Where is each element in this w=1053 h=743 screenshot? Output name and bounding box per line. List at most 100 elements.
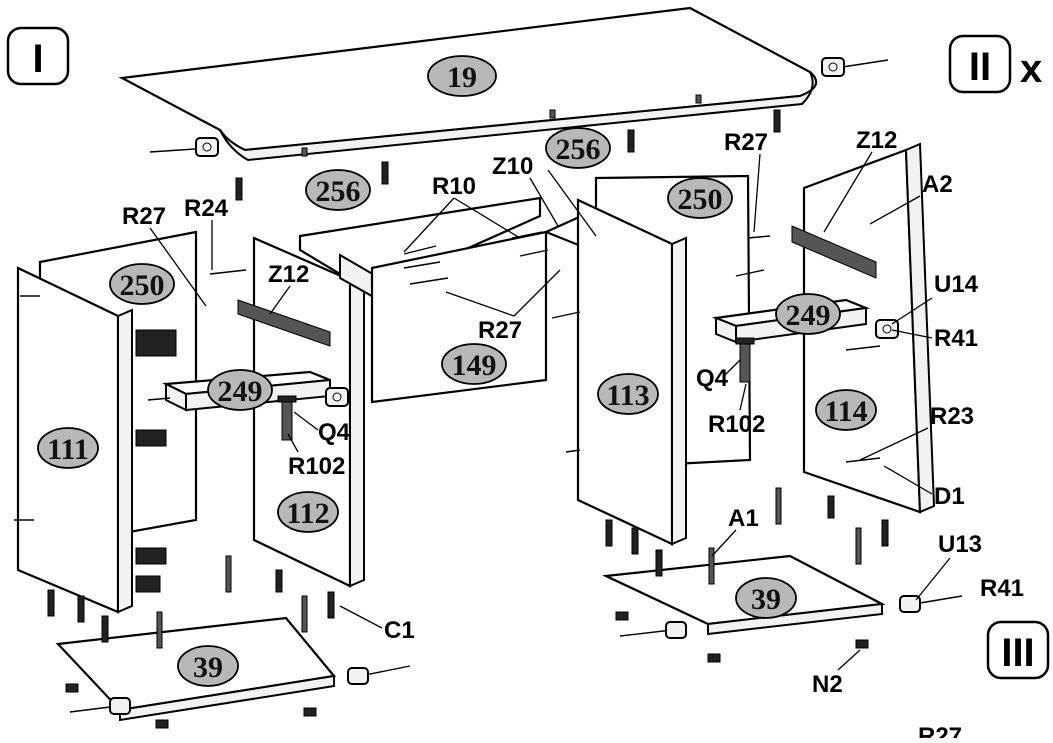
- hardware-label-r27-mid: R27: [445, 269, 561, 344]
- svg-text:N2: N2: [812, 671, 843, 698]
- svg-text:I: I: [32, 37, 43, 81]
- hardware-label-z10: Z10: [492, 153, 597, 237]
- svg-text:Q4: Q4: [696, 365, 729, 392]
- side-panel-113: [576, 198, 687, 546]
- svg-text:19: 19: [447, 61, 477, 94]
- part-label-250-right: 250: [667, 177, 733, 219]
- step-multiplier: x: [1020, 47, 1042, 91]
- part-label-111: 111: [37, 427, 99, 469]
- hardware-label-r10: R10: [403, 173, 521, 253]
- svg-text:R41: R41: [934, 325, 978, 352]
- hardware-label-q4-right: Q4: [696, 359, 741, 392]
- svg-text:Q4: Q4: [318, 419, 351, 446]
- svg-text:112: 112: [286, 497, 329, 530]
- part-label-39-right: 39: [735, 577, 797, 619]
- hardware-label-u13: U13: [915, 531, 982, 601]
- svg-text:R102: R102: [708, 411, 765, 438]
- cam-connectors-base-left: [69, 665, 411, 715]
- hardware-label-c1: C1: [339, 605, 415, 644]
- svg-text:II: II: [969, 45, 991, 89]
- part-label-249-left: 249: [207, 369, 273, 411]
- leveler-left: [277, 395, 297, 441]
- svg-text:250: 250: [678, 183, 723, 216]
- svg-text:39: 39: [751, 583, 781, 616]
- part-label-112: 112: [277, 491, 339, 533]
- svg-text:249: 249: [786, 299, 831, 332]
- svg-text:A1: A1: [728, 505, 759, 532]
- dowels-base-right: [605, 487, 889, 585]
- svg-text:R27: R27: [724, 129, 768, 156]
- hardware-label-u14: U14: [891, 271, 979, 325]
- inner-hardware-left: [135, 329, 177, 593]
- svg-text:A2: A2: [922, 171, 953, 198]
- svg-text:D1: D1: [934, 483, 965, 510]
- svg-text:149: 149: [452, 349, 497, 382]
- feet-right: [615, 611, 869, 663]
- svg-text:R27: R27: [478, 317, 522, 344]
- svg-text:R10: R10: [432, 173, 476, 200]
- step-badge-ii: II: [948, 34, 1012, 94]
- cam-lock-right: [875, 319, 899, 339]
- hardware-label-d1: D1: [883, 465, 965, 510]
- part-label-250-left: 250: [109, 263, 175, 305]
- svg-text:250: 250: [120, 269, 165, 302]
- svg-text:Z12: Z12: [268, 261, 309, 288]
- part-label-19: 19: [427, 55, 497, 97]
- drawer-runner-right: [791, 225, 877, 279]
- drawer-runner-left: [237, 299, 331, 347]
- cam-connector-top-left: [149, 137, 219, 157]
- svg-text:C1: C1: [384, 617, 415, 644]
- svg-text:U13: U13: [938, 531, 982, 558]
- hardware-label-r102-right: R102: [708, 383, 765, 438]
- svg-text:R24: R24: [184, 195, 229, 222]
- svg-text:R102: R102: [288, 453, 345, 480]
- hardware-label-r27-bottom: R27: [918, 723, 962, 743]
- hardware-label-a1: A1: [711, 505, 759, 557]
- svg-text:114: 114: [824, 395, 867, 428]
- hardware-label-r24: R24: [184, 195, 229, 270]
- hardware-label-r102-left: R102: [287, 433, 345, 480]
- cam-connector-top-right: [821, 57, 889, 77]
- svg-text:R41: R41: [980, 575, 1024, 602]
- hardware-label-q4-left: Q4: [293, 411, 351, 446]
- part-label-256-left: 256: [305, 169, 371, 211]
- step-badge-iii: III: [986, 620, 1050, 680]
- part-label-113: 113: [597, 373, 659, 415]
- svg-text:R23: R23: [930, 403, 974, 430]
- part-label-114: 114: [815, 389, 877, 431]
- hardware-label-z12-right: Z12: [823, 127, 897, 233]
- part-label-249-right: 249: [775, 293, 841, 335]
- svg-text:111: 111: [47, 433, 89, 466]
- leveler-right: [735, 337, 755, 383]
- svg-text:U14: U14: [934, 271, 979, 298]
- top-dowels: [235, 94, 781, 201]
- part-label-149: 149: [441, 343, 507, 385]
- svg-text:256: 256: [556, 133, 601, 166]
- svg-text:III: III: [1001, 631, 1034, 675]
- svg-text:256: 256: [316, 175, 361, 208]
- hardware-label-r27-left: R27: [122, 203, 207, 307]
- part-label-39-left: 39: [177, 645, 239, 687]
- svg-text:R27: R27: [122, 203, 166, 230]
- hardware-label-r41-upper: R41: [891, 325, 978, 352]
- hardware-label-a2: A2: [869, 171, 953, 225]
- hardware-label-r41-lower: R41: [980, 575, 1024, 602]
- feet-left: [65, 683, 317, 729]
- svg-text:R27: R27: [918, 723, 962, 738]
- hardware-label-r23: R23: [859, 403, 974, 461]
- cam-lock-left: [325, 387, 349, 407]
- part-label-256-right: 256: [545, 127, 611, 169]
- svg-text:113: 113: [606, 379, 649, 412]
- svg-text:Z12: Z12: [856, 127, 897, 154]
- cam-connectors-base-right: [619, 595, 963, 639]
- svg-text:Z10: Z10: [492, 153, 533, 180]
- svg-text:249: 249: [218, 375, 263, 408]
- svg-text:39: 39: [193, 651, 223, 684]
- hardware-label-n2: N2: [812, 649, 861, 698]
- side-panel-112: [252, 236, 365, 588]
- hardware-label-r27-right: R27: [724, 129, 768, 233]
- hardware-label-z12-left: Z12: [268, 261, 309, 315]
- dowels-base-left: [47, 555, 335, 649]
